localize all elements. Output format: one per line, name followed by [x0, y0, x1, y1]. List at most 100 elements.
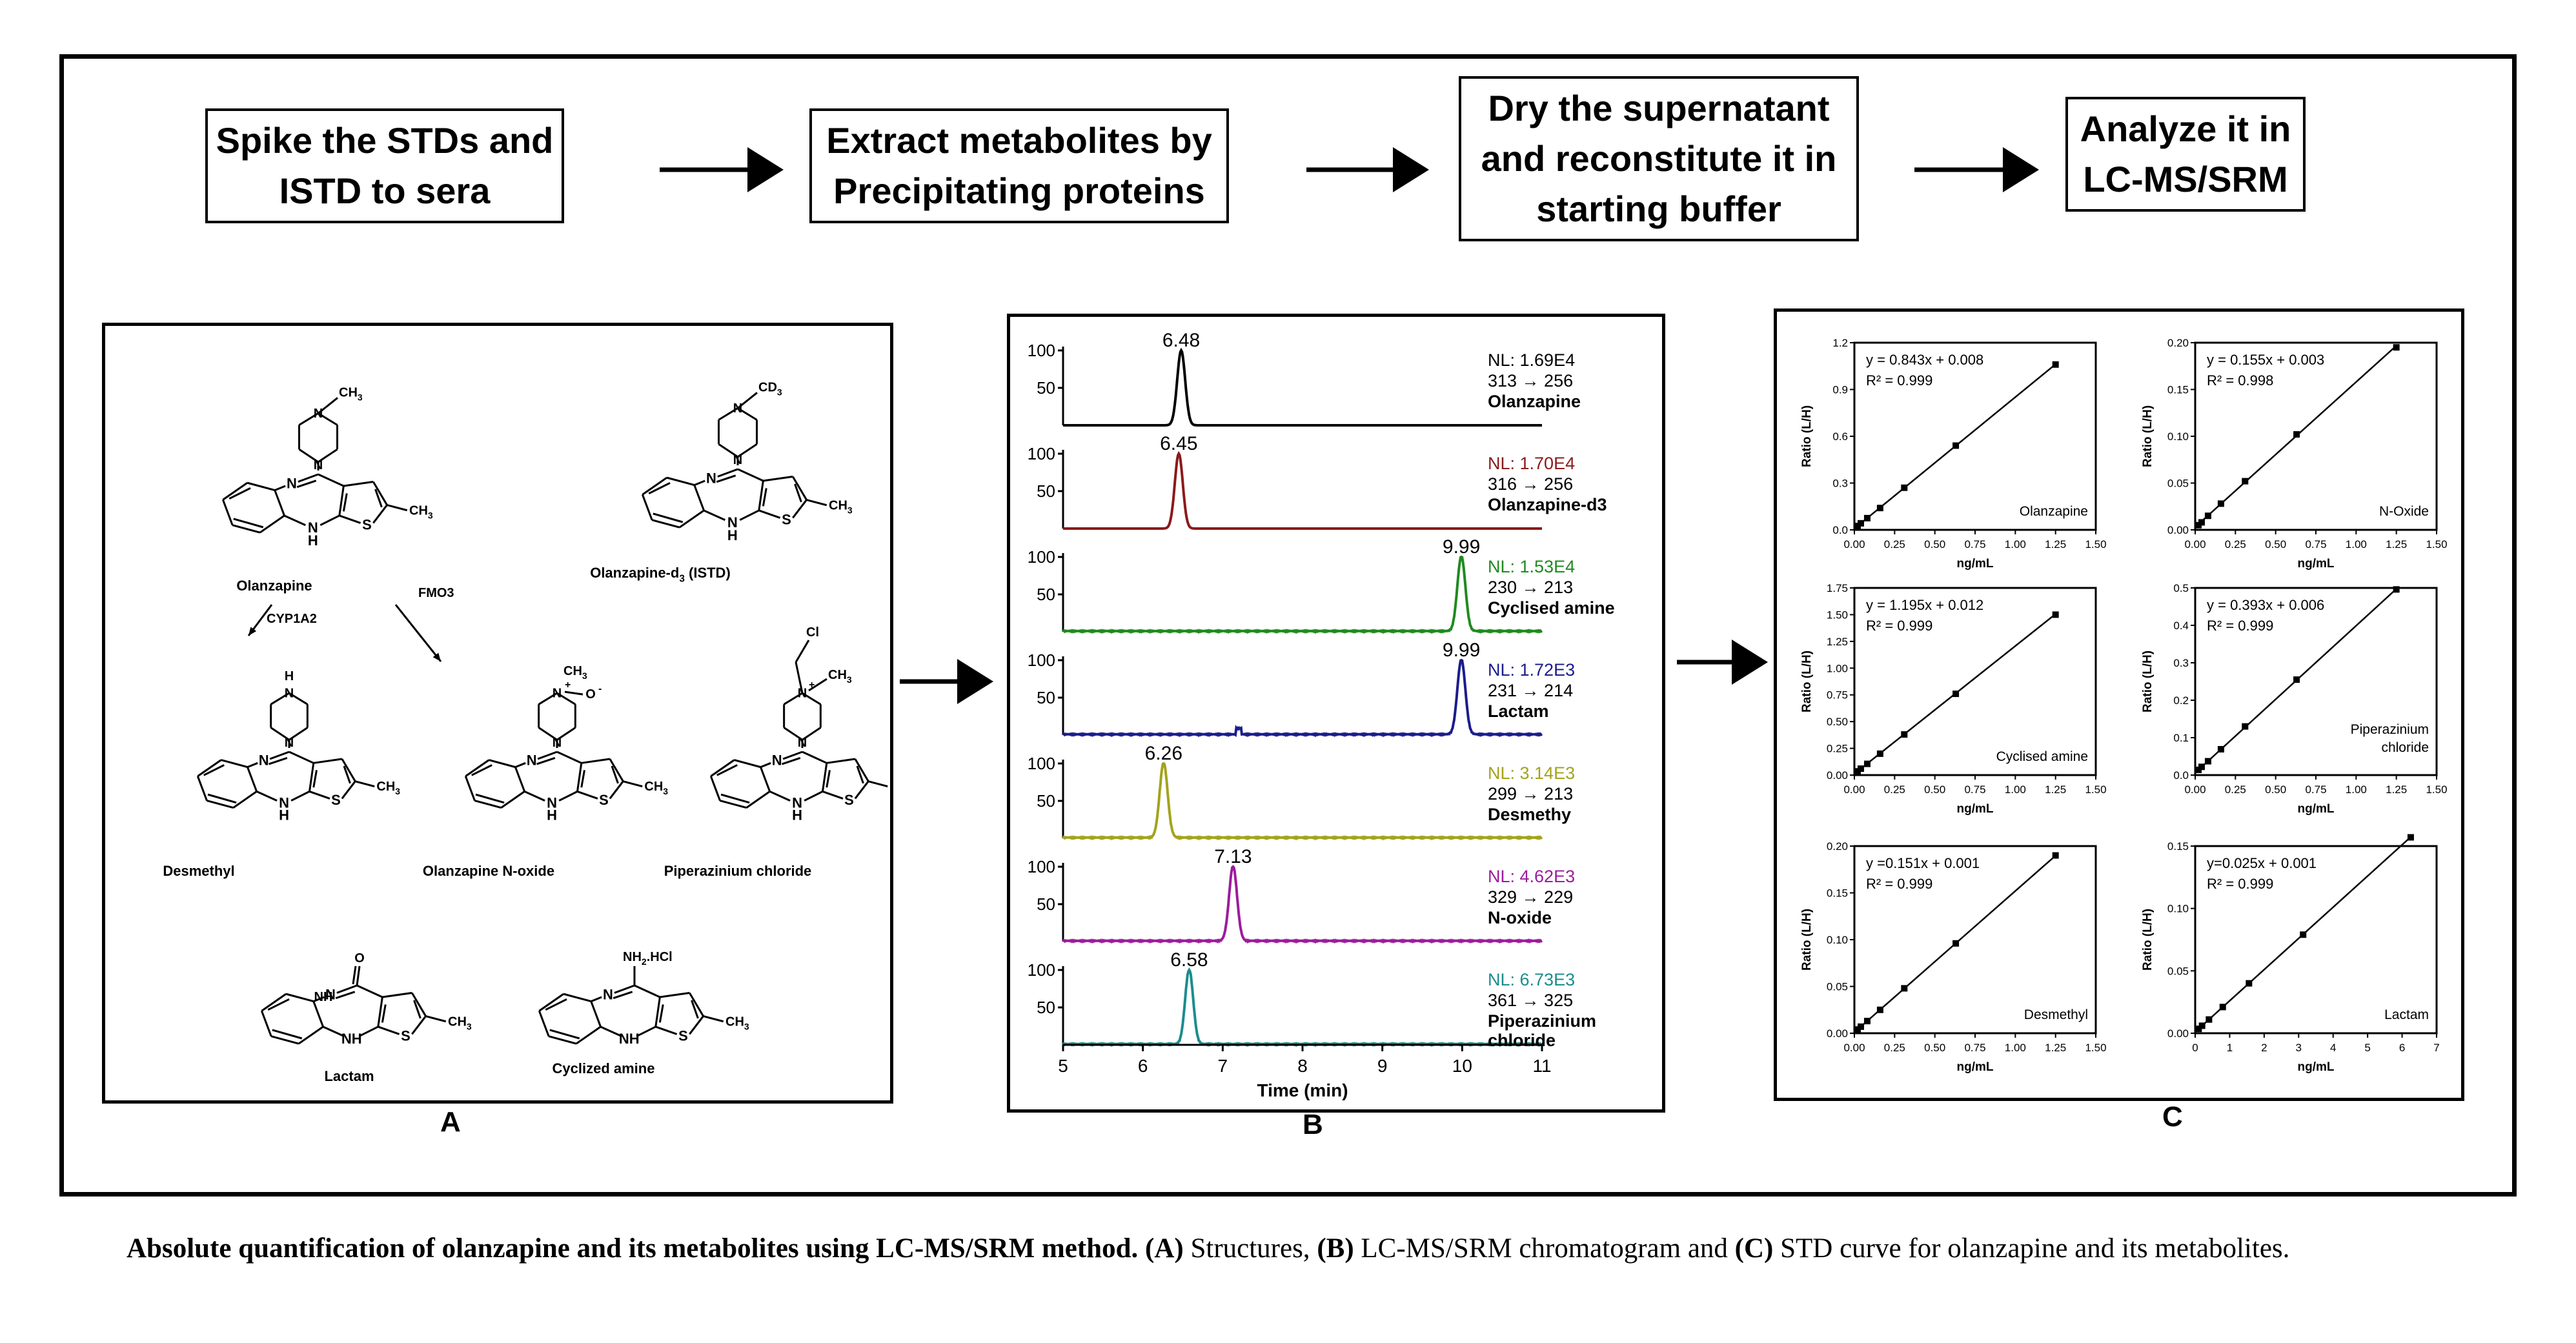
- data-point: [1876, 750, 1883, 757]
- atom-h: H: [727, 527, 738, 543]
- atom-n: N: [527, 752, 537, 768]
- x-tick-label: 0: [2192, 1042, 2198, 1054]
- methyl-label: CH3: [376, 780, 400, 796]
- equation-label: y = 1.195x + 0.012: [1866, 597, 1983, 613]
- y-tick-label: 100: [1028, 960, 1055, 980]
- y-tick-label: 0.0: [2173, 769, 2189, 782]
- x-tick-label: 7: [2433, 1042, 2439, 1054]
- x-tick-label: 5: [1058, 1056, 1068, 1076]
- structure-label: Lactam: [324, 1068, 374, 1084]
- atom-s: S: [401, 1027, 411, 1044]
- y-tick-label: 1.2: [1832, 337, 1848, 349]
- data-point: [1857, 1023, 1864, 1030]
- x-tick-label: 0.75: [1964, 783, 1985, 796]
- atom-s: S: [362, 516, 372, 532]
- y-tick-label: 0.00: [2167, 1027, 2189, 1040]
- x-tick-label: 0.00: [1843, 538, 1865, 550]
- atom-h: H: [285, 669, 294, 683]
- data-point: [2393, 586, 2400, 593]
- compound-name: N-Oxide: [2379, 504, 2429, 519]
- peak-label: 6.45: [1160, 433, 1197, 454]
- x-tick-label: 0.75: [2305, 783, 2326, 796]
- x-tick-label: 8: [1297, 1056, 1308, 1076]
- y-tick-label: 0.3: [1832, 478, 1848, 490]
- atom-n: N: [706, 470, 716, 486]
- data-point: [2052, 611, 2059, 618]
- atom-cl: Cl: [806, 625, 819, 640]
- caption-text-3: STD curve for olanzapine and its metabol…: [1773, 1233, 2290, 1264]
- y-tick-label: 0.5: [2173, 582, 2189, 594]
- y-tick-label: 100: [1028, 651, 1055, 670]
- x-tick-label: 0.50: [1924, 783, 1945, 796]
- y-axis-title: Ratio (L/H): [2141, 405, 2155, 467]
- r2-label: R² = 0.999: [1866, 372, 1932, 389]
- x-axis-title: ng/mL: [1957, 1060, 1994, 1074]
- x-tick-label: 1.25: [2045, 538, 2066, 550]
- x-tick-label: 1.50: [2426, 538, 2447, 550]
- x-tick-label: 0.75: [2305, 538, 2326, 550]
- data-point: [1863, 514, 1871, 521]
- x-tick-label: 0.50: [2265, 783, 2286, 796]
- y-tick-label: 1.50: [1827, 609, 1848, 621]
- equation-label: y=0.025x + 0.001: [2207, 855, 2317, 871]
- data-point: [2393, 344, 2400, 351]
- data-point: [1952, 442, 1960, 449]
- compound-label: Lactam: [1488, 702, 1549, 721]
- atom-o: O: [585, 687, 596, 702]
- x-tick-label: 0.00: [1843, 783, 1865, 796]
- y-tick-label: 0.75: [1827, 689, 1848, 702]
- atom-n: N: [798, 736, 807, 750]
- r2-label: R² = 0.999: [1866, 876, 1932, 892]
- cd3-label: CD3: [758, 380, 782, 397]
- x-tick-label: 10: [1452, 1056, 1472, 1076]
- data-point: [2293, 431, 2300, 438]
- plot-frame: [1853, 341, 2097, 531]
- atom-n: N: [798, 686, 807, 700]
- atom-n: NH: [619, 1031, 640, 1047]
- y-tick-label: 0.00: [2167, 524, 2189, 536]
- compound-name: chloride: [2381, 740, 2429, 755]
- figure-frame: [59, 54, 2517, 1197]
- nl-label: NL: 6.73E3: [1488, 970, 1575, 989]
- arrow-fmo3-head: [432, 652, 441, 661]
- enzyme-cyp1a2: CYP1A2: [267, 612, 317, 626]
- r2-label: R² = 0.999: [2207, 876, 2273, 892]
- arrow-fmo3: [394, 604, 442, 662]
- equation-label: y = 0.155x + 0.003: [2207, 352, 2324, 368]
- x-tick-label: 1.00: [2005, 1042, 2026, 1054]
- x-tick-label: 1.50: [2426, 783, 2447, 796]
- data-point: [1952, 691, 1960, 698]
- nl-label: NL: 4.62E3: [1488, 867, 1575, 886]
- trace-line: [1063, 347, 1542, 427]
- data-point: [1863, 1018, 1871, 1025]
- structure-label: Olanzapine: [236, 578, 312, 594]
- x-tick-label: 1.00: [2346, 783, 2367, 796]
- x-tick-label: 6: [1138, 1056, 1148, 1076]
- compound-label: chloride: [1488, 1031, 1556, 1050]
- atom-n: N: [325, 986, 336, 1002]
- y-tick-label: 0.15: [2167, 840, 2189, 853]
- x-tick-label: 0.00: [1843, 1042, 1865, 1054]
- atom-n: N: [547, 795, 557, 811]
- plot-frame: [1853, 845, 2097, 1035]
- y-tick-label: 0.05: [2167, 965, 2189, 977]
- atom-n: N: [287, 475, 297, 491]
- x-tick-label: 7: [1218, 1056, 1228, 1076]
- x-tick-label: 0.25: [1884, 1042, 1905, 1054]
- compound-name: Lactam: [2384, 1007, 2429, 1022]
- x-tick-label: 0.25: [2225, 783, 2246, 796]
- x-tick-label: 3: [2296, 1042, 2302, 1054]
- x-tick-label: 0.00: [2184, 783, 2206, 796]
- trace-line: [1063, 450, 1542, 530]
